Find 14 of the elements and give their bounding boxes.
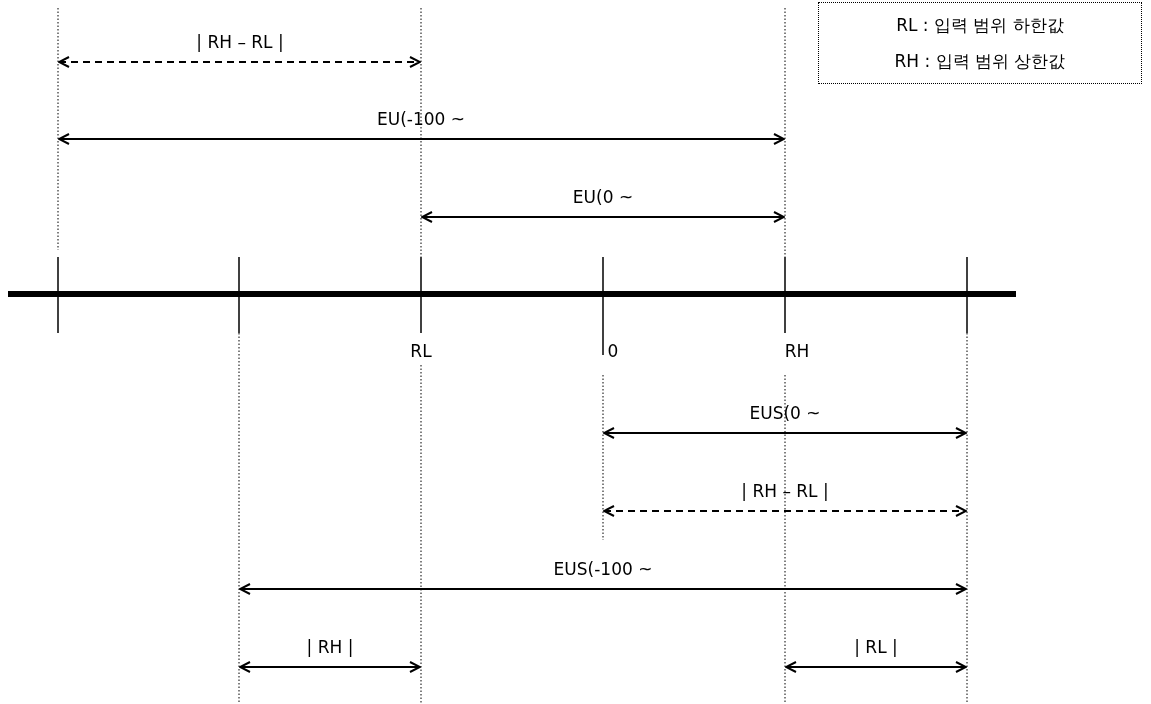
dimension-label: EU(0 ~ (572, 187, 634, 207)
dimension-label: EU(-100 ~ (377, 109, 465, 129)
axis-label: RL (410, 341, 432, 361)
axis-label: 0 (607, 341, 619, 361)
dimension-label: | RL | (854, 637, 898, 657)
axis-label: RH (784, 341, 810, 361)
dimension-label: EUS(-100 ~ (553, 559, 653, 579)
dimension-label: | RH | (306, 637, 354, 657)
note-box (818, 2, 1142, 84)
dimension-label: | RH – RL | (196, 32, 284, 52)
note-text: RL : 입력 범위 하한값 (896, 13, 1064, 37)
dimension-label: EUS(0 ~ (749, 403, 821, 423)
note-text: RH : 입력 범위 상한값 (894, 49, 1066, 73)
dimension-label: | RH – RL | (741, 481, 829, 501)
